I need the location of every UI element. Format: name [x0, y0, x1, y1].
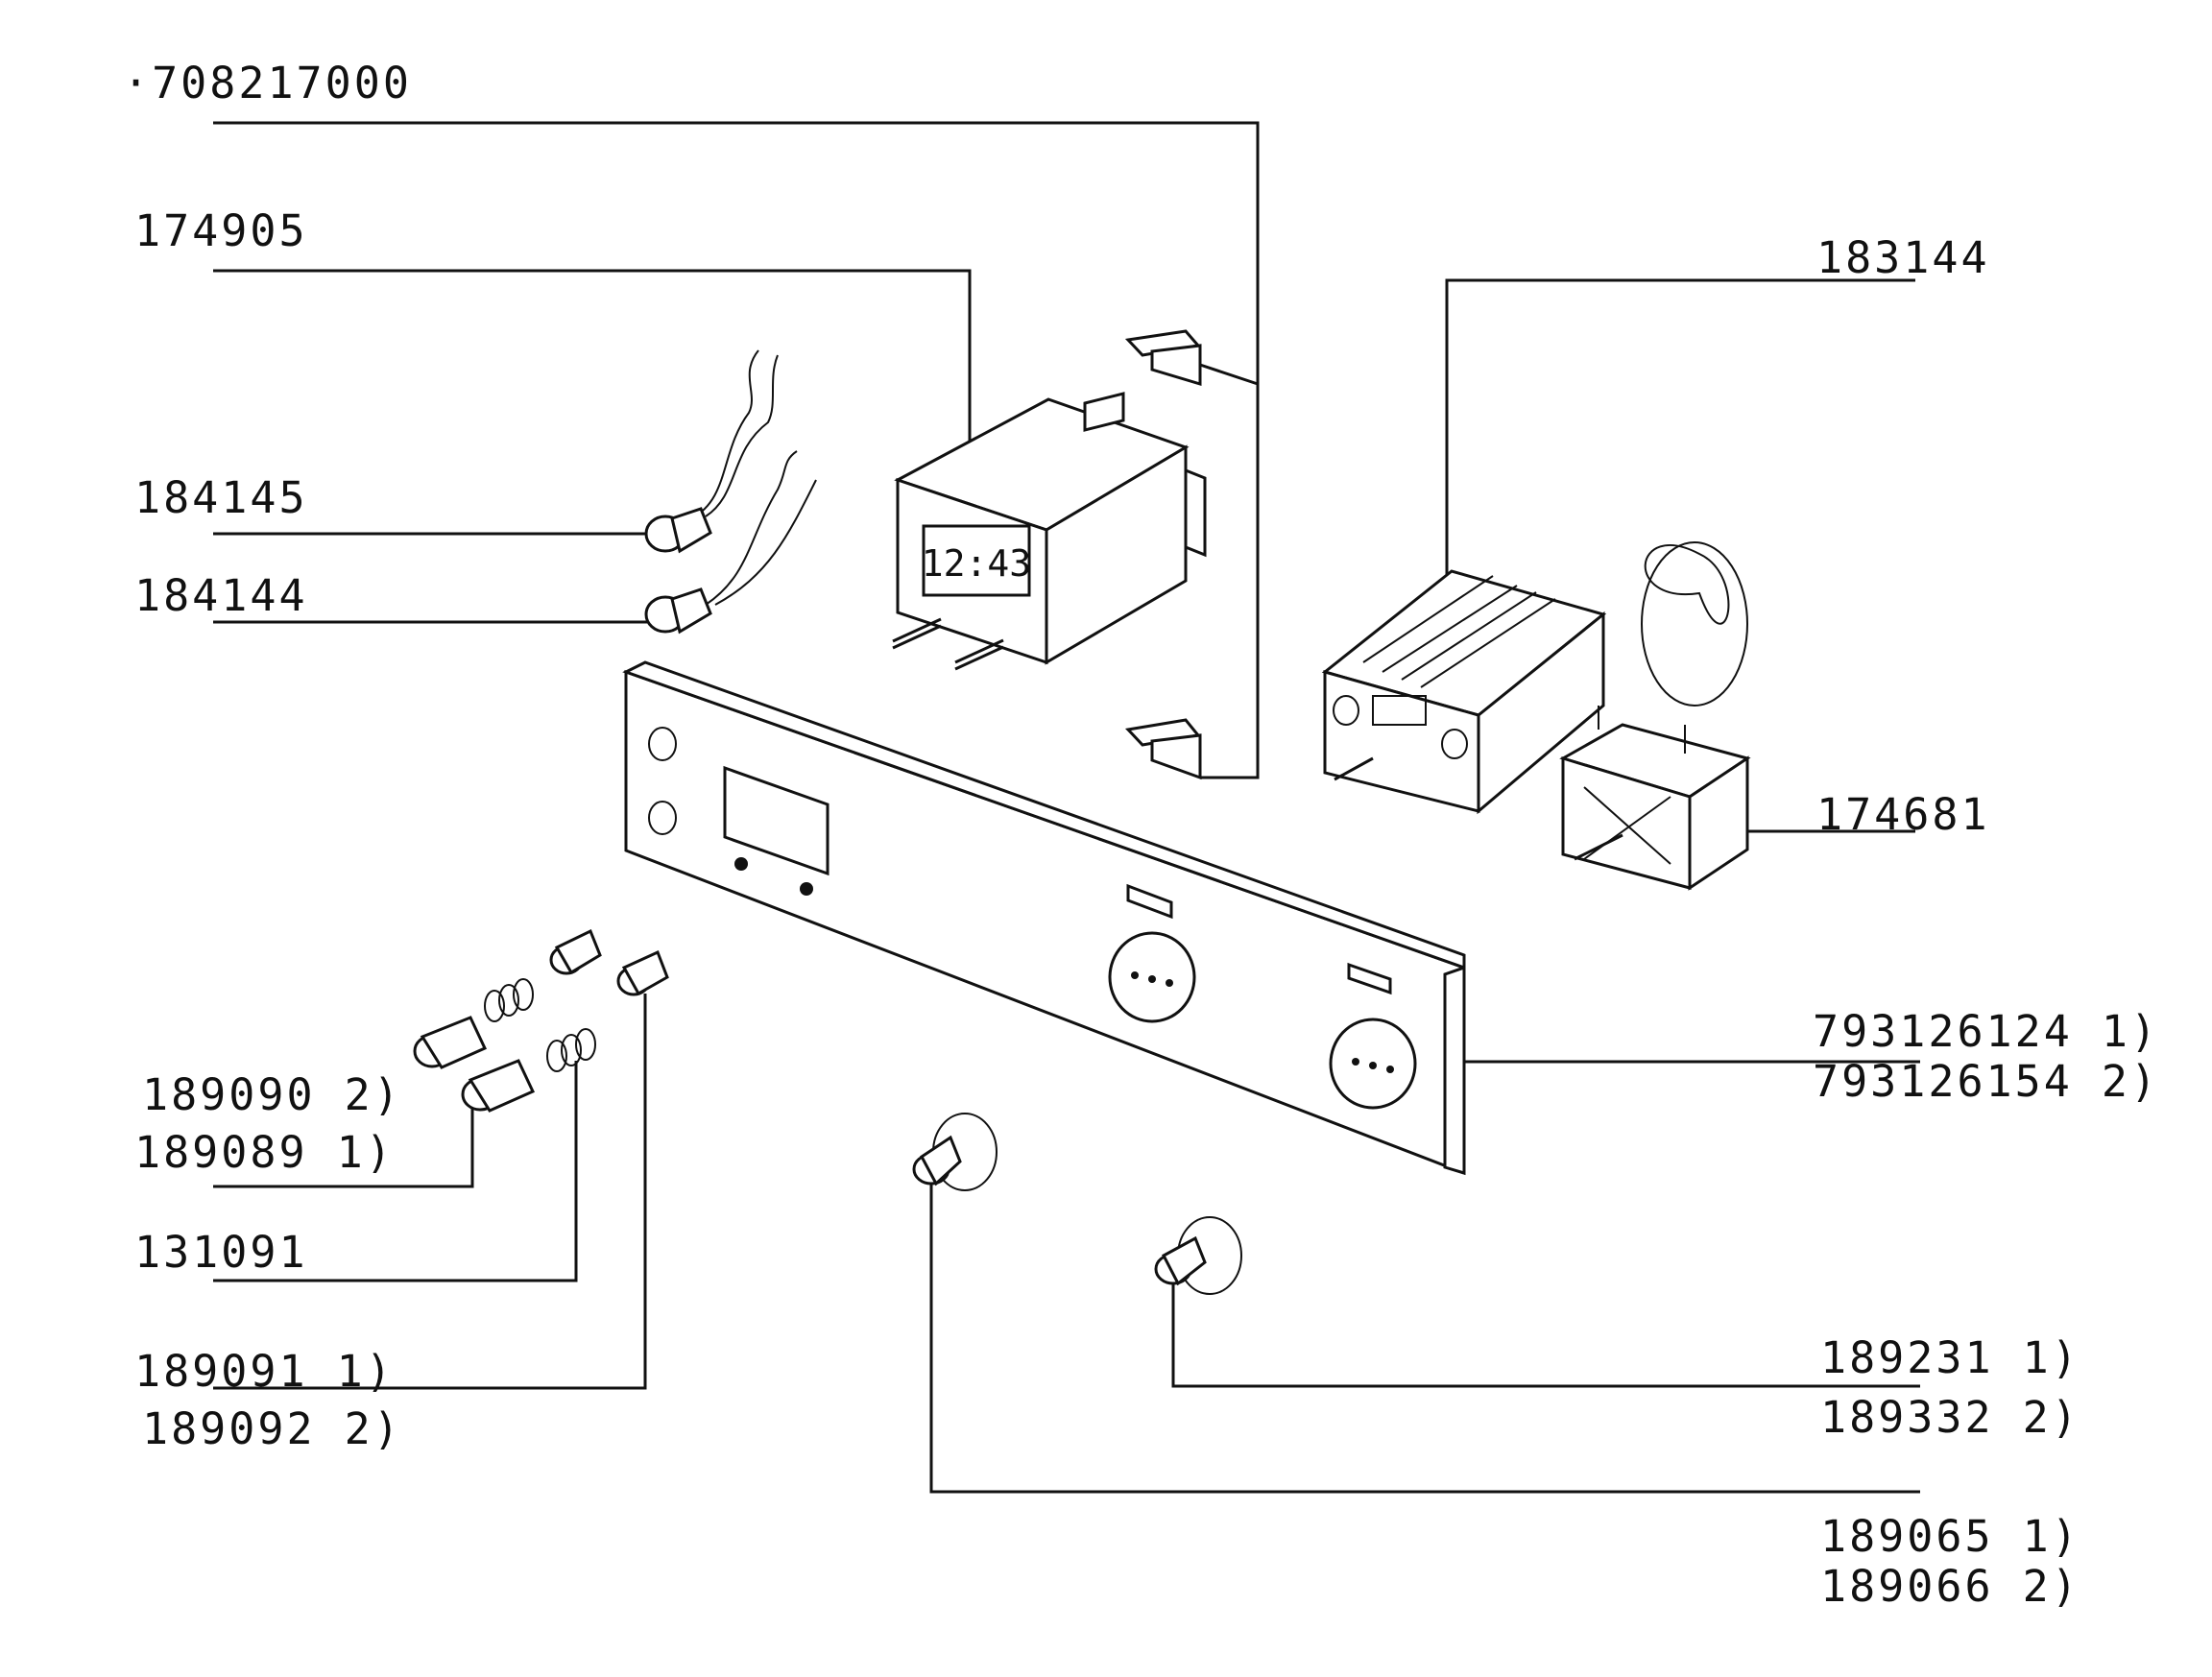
control-panel: [622, 660, 1466, 1176]
leader-189065: [929, 1171, 1920, 1494]
indicator-lamps: [644, 349, 817, 635]
clock-module: 12:43: [892, 392, 1207, 671]
label-708217000: ·708217000: [123, 58, 412, 108]
label-184145: 184145: [134, 472, 308, 523]
label-793126124: 793126124 1): [1813, 1006, 2160, 1057]
leader-lines: [213, 121, 1920, 1494]
thermostat-switch: [1559, 706, 1751, 891]
large-knobs: [912, 1113, 1242, 1295]
label-189089: 189089 1): [134, 1127, 395, 1178]
label-189332: 189332 2): [1820, 1392, 2080, 1443]
label-189092: 189092 2): [142, 1403, 402, 1454]
label-189066: 189066 2): [1820, 1561, 2080, 1612]
label-174681: 174681: [1816, 789, 1990, 840]
leader-708217000: [213, 121, 1260, 779]
label-189090: 189090 2): [142, 1069, 402, 1120]
label-189091: 189091 1): [134, 1346, 395, 1397]
label-793126154: 793126154 2): [1813, 1056, 2160, 1107]
label-189231: 189231 1): [1820, 1332, 2080, 1383]
label-189065: 189065 1): [1820, 1511, 2080, 1562]
label-184144: 184144: [134, 570, 308, 621]
label-183144: 183144: [1816, 232, 1990, 283]
label-131091: 131091: [134, 1227, 308, 1278]
label-174905: 174905: [134, 205, 308, 256]
small-knobs-and-springs: [413, 928, 669, 1113]
leader-131091: [213, 1061, 578, 1282]
leader-183144: [1445, 278, 1915, 576]
leader-174905: [213, 269, 972, 470]
leader-189231: [1171, 1272, 1920, 1388]
clock-display-text: 12:43: [922, 542, 1031, 585]
leader-708217000-branch: [1199, 363, 1259, 386]
mounting-brackets: [1124, 329, 1202, 780]
leader-189091: [213, 994, 647, 1390]
programmer-switch: [1321, 541, 1748, 815]
leader-189089: [213, 1109, 474, 1188]
